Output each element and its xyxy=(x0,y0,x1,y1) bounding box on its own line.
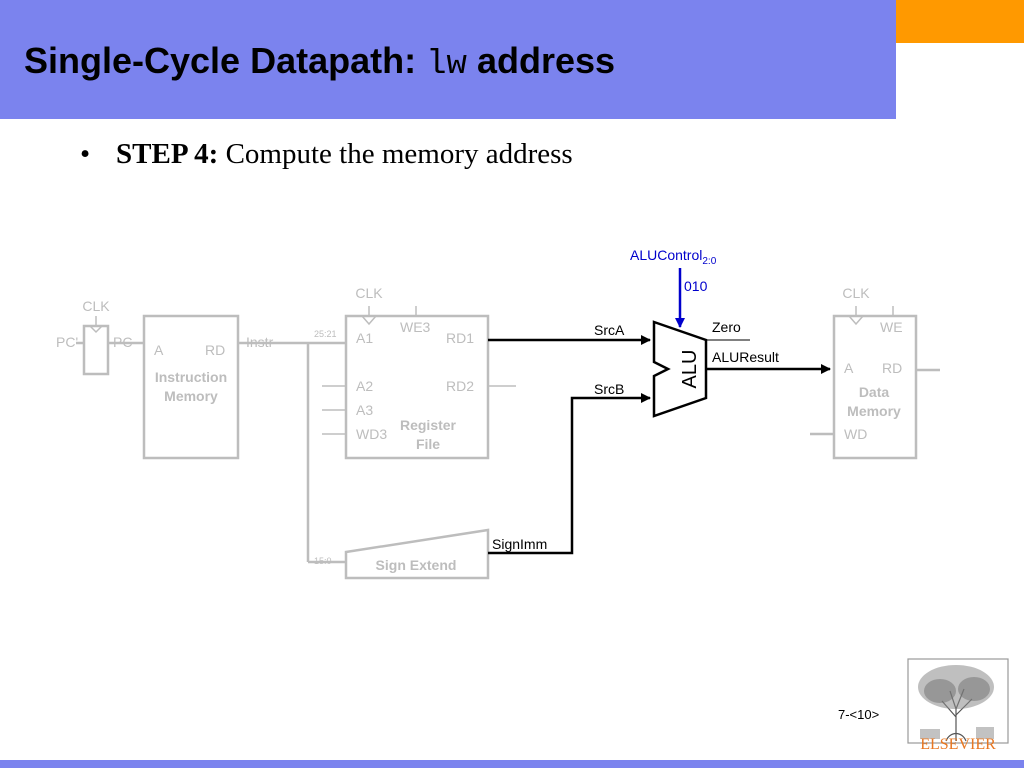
srca-label: SrcA xyxy=(594,322,625,338)
pc-label: PC xyxy=(113,334,132,350)
bullet-step: • STEP 4: Compute the memory address xyxy=(80,138,573,171)
rf-a3-label: A3 xyxy=(356,402,373,418)
bits-25-21-label: 25:21 xyxy=(314,329,337,339)
title-suffix: address xyxy=(476,40,616,81)
rf-a2-label: A2 xyxy=(356,378,373,394)
alucontrol-label: ALUControl2:0 xyxy=(630,247,717,267)
publisher-name: ELSEVIER xyxy=(920,736,996,753)
page-number: 7-<10> xyxy=(838,707,880,722)
dm-wd-label: WD xyxy=(844,426,867,442)
imem-title-1: Instruction xyxy=(155,369,227,385)
rf-wd3-label: WD3 xyxy=(356,426,387,442)
bullet-text: Compute the memory address xyxy=(225,138,573,170)
data-memory xyxy=(832,314,918,460)
sign-extend-label: Sign Extend xyxy=(376,557,457,573)
imem-a-label: A xyxy=(154,342,164,358)
alucontrol-value: 010 xyxy=(684,278,708,294)
bullet-bold: STEP 4: xyxy=(116,138,219,170)
rf-we3-label: WE3 xyxy=(400,319,431,335)
title-code: lw xyxy=(426,46,467,84)
imem-title-2: Memory xyxy=(164,388,218,404)
title-bar xyxy=(0,0,896,119)
elsevier-tree-logo xyxy=(907,658,1009,744)
clk-pc-label: CLK xyxy=(82,298,110,314)
slide-title: Single-Cycle Datapath: lw address xyxy=(24,40,615,84)
sign-extend-unit xyxy=(344,528,490,580)
rf-title-2: File xyxy=(416,436,440,452)
pc-register xyxy=(82,324,110,376)
srcb-label: SrcB xyxy=(594,381,624,397)
instruction-memory xyxy=(142,314,240,460)
alu xyxy=(652,320,708,418)
rf-rd2-label: RD2 xyxy=(446,378,474,394)
srcb-wire xyxy=(488,393,651,555)
clk-reg-label: CLK xyxy=(355,285,383,301)
footer-bar xyxy=(0,760,1024,768)
dm-a-label: A xyxy=(844,360,854,376)
register-file xyxy=(344,314,490,460)
alu-label: ALU xyxy=(679,350,701,389)
title-accent xyxy=(896,0,1024,43)
clk-mem-label: CLK xyxy=(842,285,870,301)
signimm-label: SignImm xyxy=(492,536,547,552)
rf-a1-label: A1 xyxy=(356,330,373,346)
dm-title-2: Memory xyxy=(847,403,901,419)
dm-we-label: WE xyxy=(880,319,903,335)
zero-label: Zero xyxy=(712,319,741,335)
instr-label: Instr xyxy=(246,334,274,350)
title-prefix: Single-Cycle Datapath: xyxy=(24,40,417,81)
rf-title-1: Register xyxy=(400,417,457,433)
aluresult-label: ALUResult xyxy=(712,349,779,365)
imem-rd-label: RD xyxy=(205,342,225,358)
dm-rd-label: RD xyxy=(882,360,902,376)
pc-prime-label: PC' xyxy=(56,334,78,350)
dm-title-1: Data xyxy=(859,384,890,400)
bits-15-0-label: 15:0 xyxy=(314,556,332,566)
bullet-marker: • xyxy=(80,138,91,170)
rf-rd1-label: RD1 xyxy=(446,330,474,346)
